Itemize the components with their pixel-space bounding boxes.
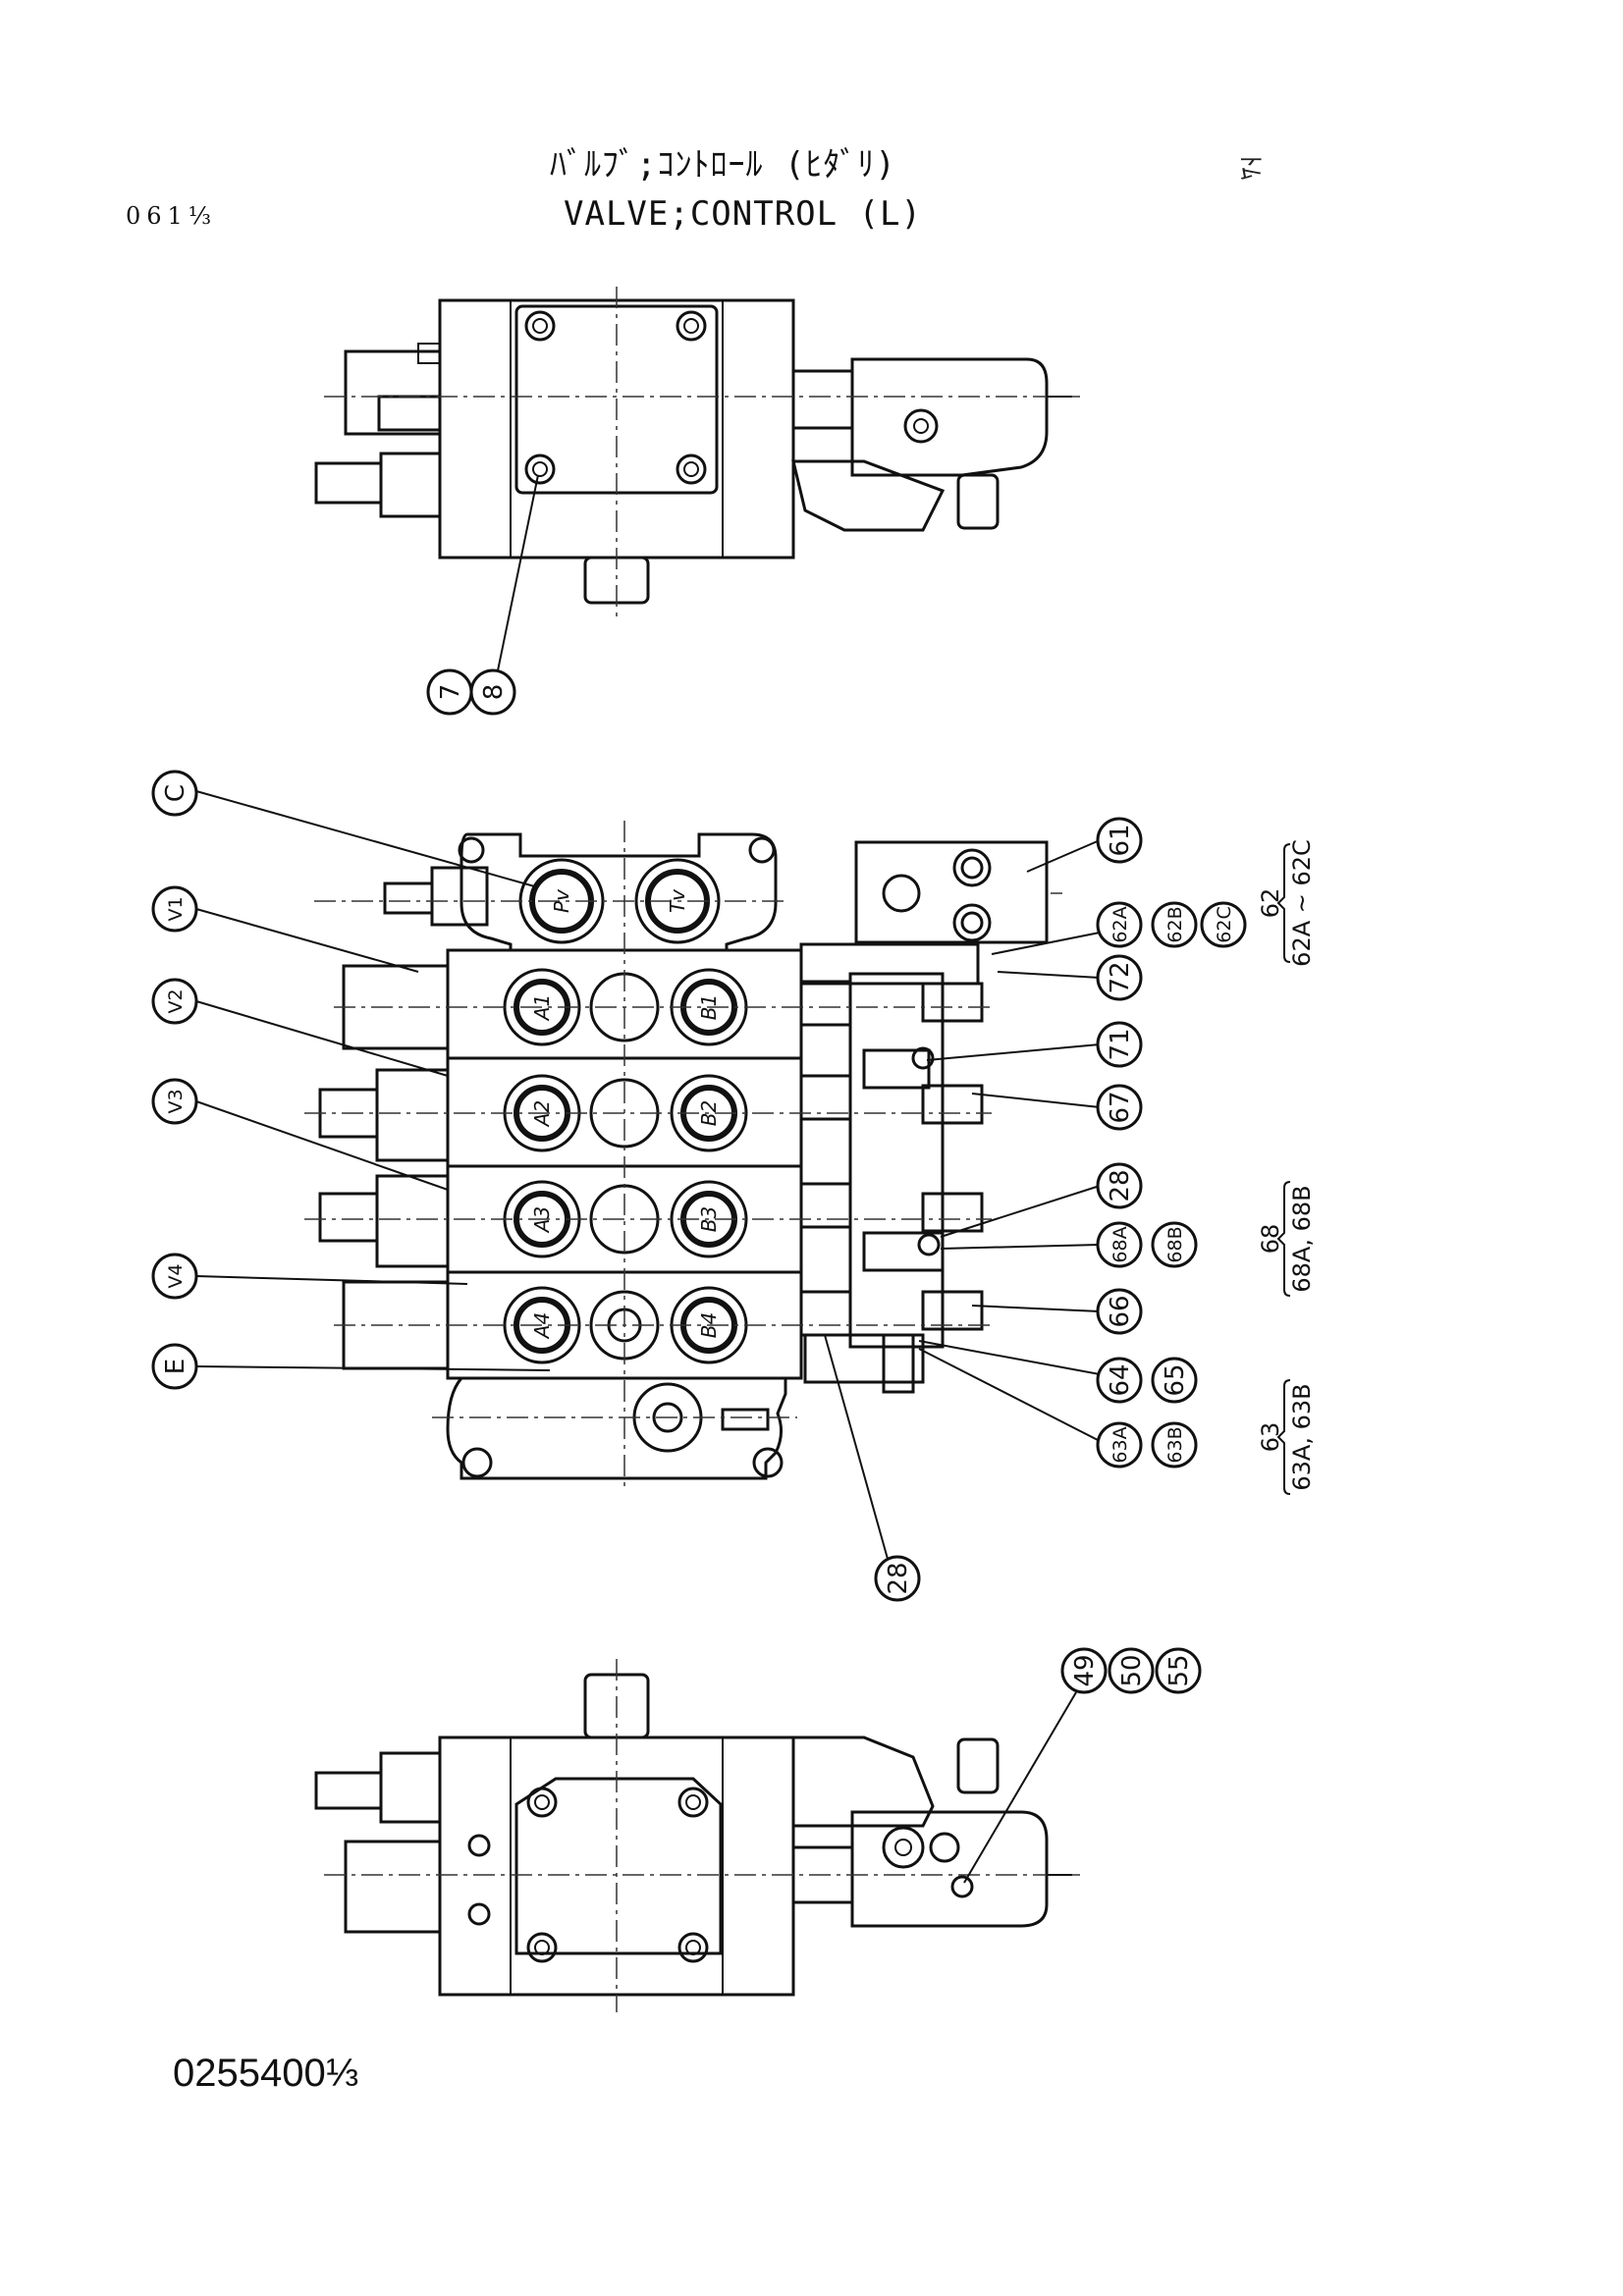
port-label-a2: A2 bbox=[530, 1100, 554, 1128]
callout-v2: V2 bbox=[151, 978, 198, 1025]
callout-62c: 62C bbox=[1200, 901, 1247, 948]
callout-62b-text: 62B bbox=[1164, 906, 1186, 942]
group-label-63: 63 63A, 63B bbox=[1257, 1379, 1316, 1495]
port-label-a4: A4 bbox=[530, 1312, 554, 1340]
top-view: 7 8 bbox=[314, 287, 1080, 716]
group-label-68: 68 68A, 68B bbox=[1257, 1181, 1316, 1297]
callout-71-text: 71 bbox=[1106, 1028, 1135, 1060]
callout-63a-text: 63A bbox=[1109, 1426, 1131, 1463]
callout-8-text: 8 bbox=[479, 684, 509, 701]
callout-64-text: 64 bbox=[1106, 1363, 1135, 1396]
callout-68b-text: 68B bbox=[1164, 1226, 1186, 1262]
callout-7: 7 bbox=[426, 668, 473, 716]
callout-49: 49 bbox=[1060, 1647, 1108, 1694]
callout-72-text: 72 bbox=[1106, 961, 1135, 993]
outlet-section bbox=[446, 1376, 787, 1480]
bottom-view-bolts bbox=[467, 1787, 709, 1963]
diagram-title-jp: ﾊﾞﾙﾌﾞ;ｺﾝﾄﾛｰﾙ (ﾋﾀﾞﾘ) bbox=[550, 145, 896, 185]
callout-c-text: C bbox=[161, 784, 190, 802]
callout-62a: 62A bbox=[1096, 901, 1143, 948]
callout-61-text: 61 bbox=[1106, 824, 1135, 856]
callout-v1-text: V1 bbox=[165, 896, 187, 921]
callout-e: E bbox=[151, 1343, 198, 1390]
callout-68a: 68A bbox=[1096, 1221, 1143, 1268]
diagram-title-en: VALVE;CONTROL (L) bbox=[564, 194, 922, 234]
callout-c: C bbox=[151, 770, 198, 817]
port-label-a1: A1 bbox=[530, 994, 554, 1022]
group-62-members: 62A ~ 62C bbox=[1288, 839, 1316, 967]
callout-8: 8 bbox=[469, 668, 516, 716]
callout-28-lower: 28 bbox=[874, 1555, 921, 1602]
callout-v2-text: V2 bbox=[165, 988, 187, 1013]
group-68-members: 68A, 68B bbox=[1288, 1185, 1316, 1292]
middle-view: Pv Tv bbox=[151, 770, 1316, 1602]
callout-62c-text: 62C bbox=[1214, 906, 1235, 942]
callout-66-text: 66 bbox=[1106, 1295, 1135, 1327]
drawing-number: 0255400⅓ bbox=[173, 2052, 359, 2095]
callout-28-upper: 28 bbox=[1096, 1162, 1143, 1209]
callout-67: 67 bbox=[1096, 1084, 1143, 1131]
inlet-section bbox=[460, 832, 778, 952]
callout-v3-text: V3 bbox=[165, 1089, 187, 1113]
port-label-a3: A3 bbox=[530, 1206, 554, 1234]
callout-v1: V1 bbox=[151, 885, 198, 933]
callout-65: 65 bbox=[1151, 1357, 1198, 1404]
callout-71: 71 bbox=[1096, 1021, 1143, 1068]
callout-63a: 63A bbox=[1096, 1421, 1143, 1468]
callout-62b: 62B bbox=[1151, 901, 1198, 948]
callout-28-upper-text: 28 bbox=[1106, 1169, 1135, 1201]
callout-66: 66 bbox=[1096, 1288, 1143, 1335]
callout-68a-text: 68A bbox=[1109, 1226, 1131, 1262]
callout-49-text: 49 bbox=[1070, 1654, 1100, 1686]
group-63-members: 63A, 63B bbox=[1288, 1383, 1316, 1490]
callout-28-lower-text: 28 bbox=[884, 1562, 913, 1594]
callout-64: 64 bbox=[1096, 1357, 1143, 1404]
callout-63b: 63B bbox=[1151, 1421, 1198, 1468]
callout-50: 50 bbox=[1108, 1647, 1155, 1694]
callout-63b-text: 63B bbox=[1164, 1426, 1186, 1463]
callout-61: 61 bbox=[1096, 817, 1143, 864]
callout-v4-text: V4 bbox=[165, 1263, 187, 1288]
group-62-number: 62 bbox=[1257, 888, 1284, 919]
callout-55-text: 55 bbox=[1164, 1654, 1194, 1686]
callout-68b: 68B bbox=[1151, 1221, 1198, 1268]
group-label-62: 62 62A ~ 62C bbox=[1257, 839, 1316, 967]
callout-e-text: E bbox=[161, 1359, 190, 1374]
page-reference: 061⅓ bbox=[126, 202, 218, 230]
callout-62a-text: 62A bbox=[1109, 906, 1131, 942]
callout-v3: V3 bbox=[151, 1078, 198, 1125]
top-view-bolts bbox=[524, 310, 707, 485]
group-68-number: 68 bbox=[1257, 1224, 1284, 1255]
group-63-number: 63 bbox=[1257, 1422, 1284, 1453]
callout-v4: V4 bbox=[151, 1253, 198, 1300]
callout-55: 55 bbox=[1155, 1647, 1202, 1694]
callout-7-text: 7 bbox=[436, 684, 465, 701]
pilot-block-61 bbox=[854, 840, 1049, 944]
callout-72: 72 bbox=[1096, 954, 1143, 1001]
callout-50-text: 50 bbox=[1117, 1654, 1147, 1686]
callout-67-text: 67 bbox=[1106, 1091, 1135, 1123]
callout-65-text: 65 bbox=[1161, 1363, 1190, 1396]
bottom-view: 49 50 55 bbox=[314, 1647, 1202, 2012]
